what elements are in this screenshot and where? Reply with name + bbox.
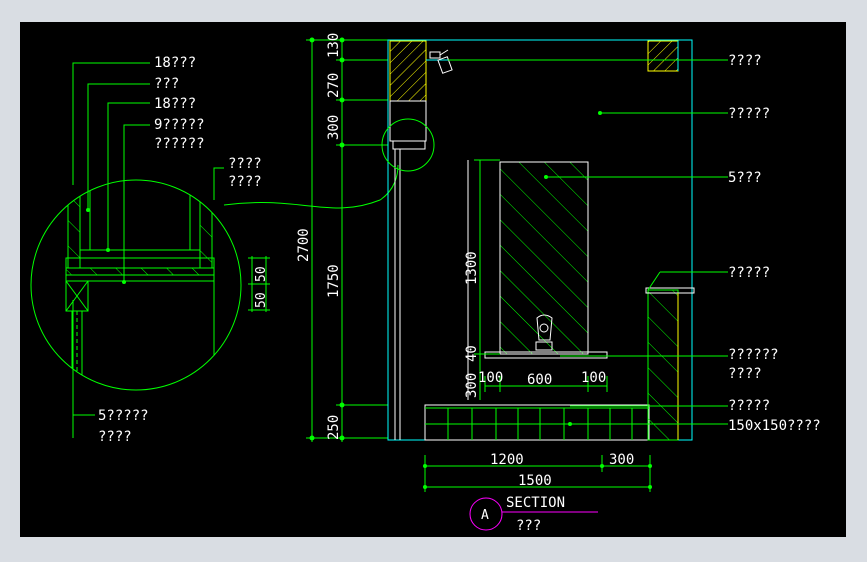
lamp-icon: [429, 49, 453, 74]
vase-icon: [535, 314, 553, 351]
detail-dim-50a: 50: [254, 266, 269, 282]
section-sublabel: ???: [516, 518, 541, 534]
dim-300-small: 300: [464, 373, 480, 398]
detail-callout-8: 5?????: [98, 408, 149, 424]
detail-callout-7: ????: [228, 174, 262, 190]
dim-100-left: 100: [478, 370, 503, 386]
dim-1300: 1300: [464, 251, 480, 285]
section-label: SECTION: [506, 495, 565, 511]
section-bubble-label: A: [481, 508, 489, 523]
dim-1500: 1500: [518, 473, 552, 489]
right-callout-7: ?????: [728, 398, 770, 414]
detail-callout-5: ??????: [154, 136, 205, 152]
detail-callout-6: ????: [228, 156, 262, 172]
dim-130: 130: [326, 33, 342, 58]
vanity-cabinet: [424, 404, 650, 441]
detail-dim-50b: 50: [254, 292, 269, 308]
detail-reference-circle: [381, 118, 435, 172]
detail-callout-3: 18???: [154, 96, 196, 112]
dim-1750: 1750: [326, 264, 342, 298]
dim-40: 40: [464, 345, 480, 362]
dim-270: 270: [326, 73, 342, 98]
shelf-dims: [484, 376, 608, 392]
detail-circle: [30, 179, 242, 391]
dim-300-bottom: 300: [609, 452, 634, 468]
dim-1200: 1200: [490, 452, 524, 468]
right-callout-1: ????: [728, 53, 762, 69]
right-column: [647, 289, 679, 441]
right-callout-5: ??????: [728, 347, 779, 363]
glass-shelf: [484, 351, 608, 359]
dim-600: 600: [527, 372, 552, 388]
right-callout-6: ????: [728, 366, 762, 382]
dim-100-right: 100: [581, 370, 606, 386]
detail-callout-9: ????: [98, 429, 132, 445]
detail-callout-1: 18???: [154, 55, 196, 71]
dim-250: 250: [326, 415, 342, 440]
vertical-dimensions: [306, 37, 388, 442]
right-callout-8: 150x150????: [728, 418, 821, 434]
right-callout-2: ?????: [728, 106, 770, 122]
section-title: [469, 497, 598, 531]
section-bubble: [469, 497, 503, 531]
drawing-canvas[interactable]: 50 50 18??? ??? 18??? 9????? ?????? ????…: [20, 22, 846, 537]
right-callout-4: ?????: [728, 265, 770, 281]
detail-circle-group: 50 50 18??? ??? 18??? 9????? ?????? ????…: [30, 55, 399, 445]
detail-callout-2: ???: [154, 76, 179, 92]
mirror: [499, 161, 589, 355]
right-callout-3: 5???: [728, 170, 762, 186]
dim-300: 300: [326, 115, 342, 140]
detail-callout-4: 9?????: [154, 117, 205, 133]
right-leaders: [448, 59, 728, 425]
dim-2700: 2700: [296, 228, 312, 262]
